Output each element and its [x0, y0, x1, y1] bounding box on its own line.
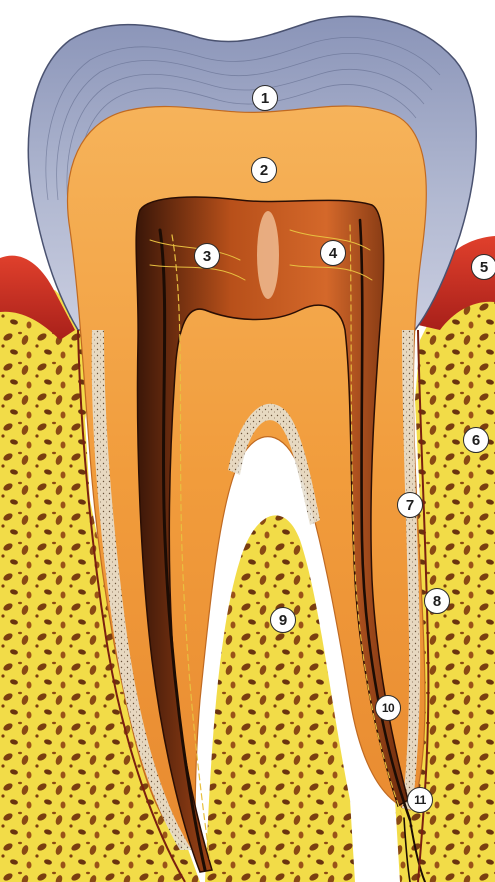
- callout-10: 10: [375, 695, 401, 721]
- callout-9: 9: [270, 607, 296, 633]
- callout-7: 7: [397, 492, 423, 518]
- callout-11: 11: [407, 787, 433, 813]
- callout-1: 1: [252, 85, 278, 111]
- callout-8: 8: [424, 588, 450, 614]
- callout-4: 4: [320, 240, 346, 266]
- callout-3: 3: [194, 243, 220, 269]
- callout-5: 5: [471, 254, 495, 280]
- callout-6: 6: [463, 427, 489, 453]
- callout-2: 2: [251, 157, 277, 183]
